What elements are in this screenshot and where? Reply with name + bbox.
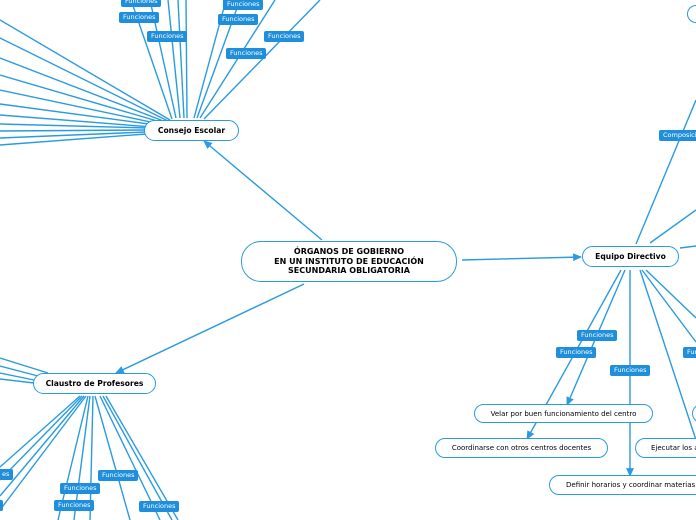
tag-funciones[interactable]: Funciones bbox=[223, 0, 264, 10]
equipo-directivo-label: Equipo Directivo bbox=[595, 252, 666, 261]
central-line-3: SECUNDARIA OBLIGATORIA bbox=[288, 266, 410, 276]
tag-funciones[interactable]: Funciones bbox=[147, 31, 188, 42]
tag-funciones[interactable]: Funciones bbox=[226, 48, 267, 59]
ejecutar-node[interactable]: Ejecutar los a bbox=[635, 438, 696, 458]
tag-funciones[interactable]: Funciones bbox=[218, 14, 259, 25]
tag-composicion[interactable]: Composici bbox=[659, 130, 696, 141]
tag-funciones[interactable]: Funciones bbox=[139, 501, 180, 512]
tag-funciones-partial[interactable]: es bbox=[0, 469, 14, 480]
definir-node[interactable]: Definir horarios y coordinar materias bbox=[549, 475, 696, 495]
definir-label: Definir horarios y coordinar materias bbox=[566, 481, 696, 489]
central-line-1: ÓRGANOS DE GOBIERNO bbox=[293, 247, 405, 257]
tag-funciones[interactable]: Funciones bbox=[60, 483, 101, 494]
claustro-profesores-label: Claustro de Profesores bbox=[45, 379, 144, 388]
tag-funciones[interactable]: Funciones bbox=[98, 470, 139, 481]
coordinarse-node[interactable]: Coordinarse con otros centros docentes bbox=[435, 438, 608, 458]
tag-funciones[interactable]: Funciones bbox=[264, 31, 305, 42]
equipo-directivo-node[interactable]: Equipo Directivo bbox=[582, 246, 679, 267]
central-line-2: EN UN INSTITUTO DE EDUCACIÓN bbox=[274, 256, 424, 266]
ejecutar-label: Ejecutar los a bbox=[651, 444, 696, 452]
central-topic[interactable]: ÓRGANOS DE GOBIERNO EN UN INSTITUTO DE E… bbox=[241, 241, 457, 282]
tag-funciones[interactable]: Funciones bbox=[119, 12, 160, 23]
consejo-escolar-node[interactable]: Consejo Escolar bbox=[144, 120, 239, 141]
coordinarse-label: Coordinarse con otros centros docentes bbox=[451, 444, 592, 452]
tag-funciones[interactable]: Funciones bbox=[577, 330, 618, 341]
velar-label: Velar por buen funcionamiento del centro bbox=[490, 409, 637, 418]
consejo-escolar-label: Consejo Escolar bbox=[157, 126, 226, 135]
claustro-profesores-node[interactable]: Claustro de Profesores bbox=[33, 373, 156, 394]
tag-funciones-partial[interactable]: Fun bbox=[683, 347, 696, 358]
tag-funciones[interactable]: Funciones bbox=[556, 347, 597, 358]
tag-funciones[interactable]: Funciones bbox=[610, 365, 651, 376]
tag-funciones[interactable]: Funciones bbox=[121, 0, 162, 7]
tag-funciones-partial[interactable] bbox=[0, 500, 3, 511]
tag-funciones[interactable]: Funciones bbox=[54, 500, 95, 511]
velar-node[interactable]: Velar por buen funcionamiento del centro bbox=[474, 404, 653, 423]
